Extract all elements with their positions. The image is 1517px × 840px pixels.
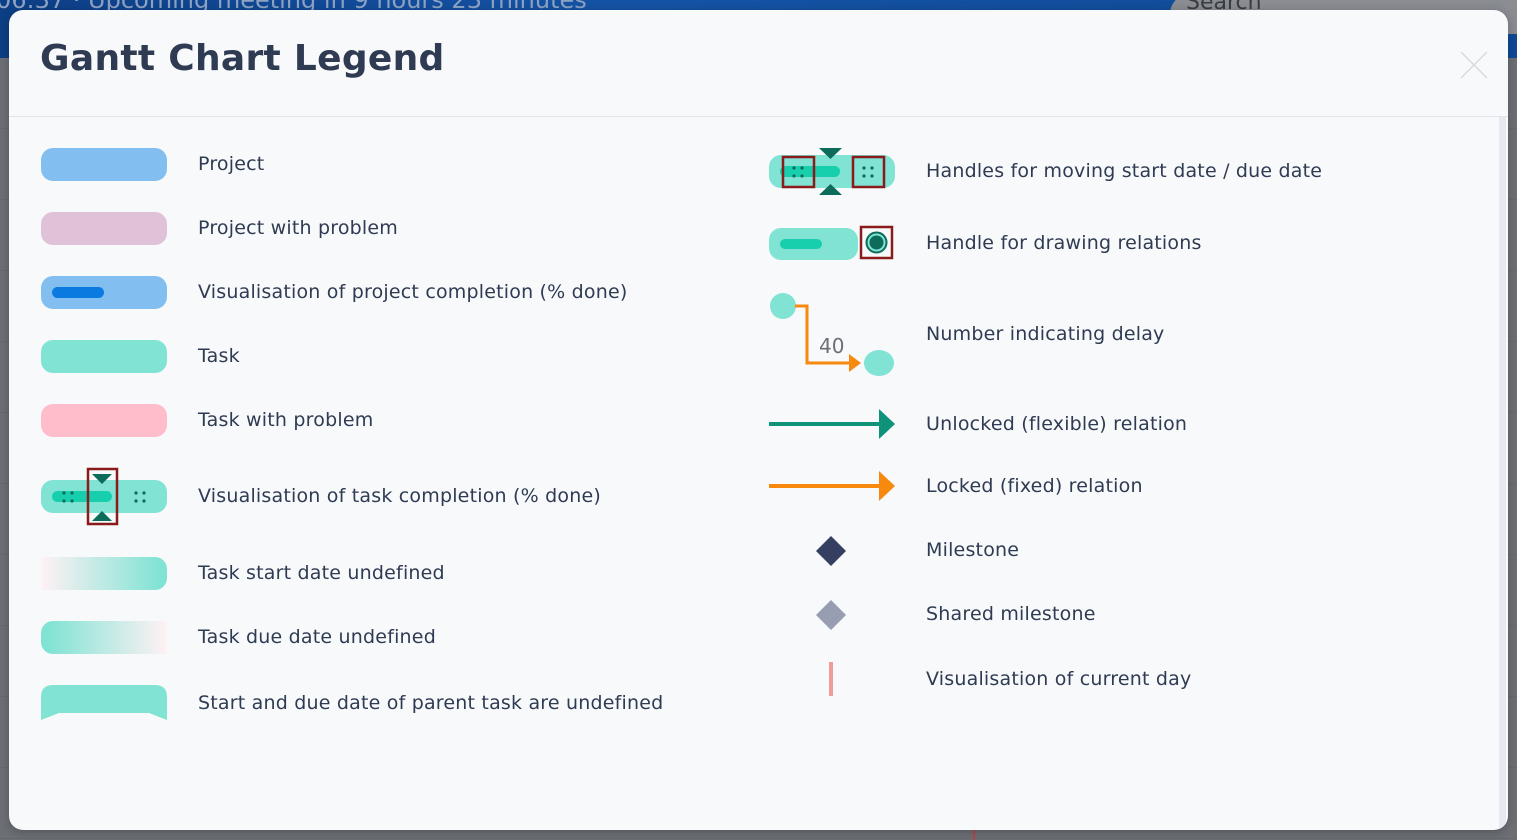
relation-handle-icon [769,225,899,265]
legend-label-project-completion: Visualisation of project completion (% d… [198,281,628,303]
legend-label-task: Task [198,345,240,367]
legend-label-delay-number: Number indicating delay [926,323,1165,345]
legend-label-project-problem: Project with problem [198,217,399,239]
task-bar-icon [41,340,167,373]
delay-value: 40 [819,334,845,358]
task-completion-bar-icon [41,467,171,528]
project-completion-bar-icon [41,276,167,309]
legend-label-shared-milestone: Shared milestone [926,603,1096,625]
unlocked-relation-arrow-icon [769,407,899,441]
legend-label-relation-handle: Handle for drawing relations [926,232,1202,254]
legend-label-unlocked-relation: Unlocked (flexible) relation [926,413,1188,435]
dialog-title: Gantt Chart Legend [40,38,445,79]
task-due-undefined-icon [41,621,167,654]
milestone-diamond-icon [815,535,847,567]
task-start-undefined-icon [41,557,167,590]
project-bar-icon [41,148,167,181]
parent-task-undefined-icon [41,685,171,725]
legend-label-task-problem: Task with problem [198,409,374,431]
shared-milestone-diamond-icon [815,599,847,631]
current-day-line-icon [829,662,833,696]
legend-dialog: Gantt Chart Legend Project Project with … [9,10,1508,830]
legend-label-current-day: Visualisation of current day [926,668,1192,690]
delay-number-icon: 40 [769,293,899,383]
locked-relation-arrow-icon [769,469,899,503]
project-progress-fill [52,287,104,298]
legend-label-task-completion: Visualisation of task completion (% done… [198,485,601,507]
task-problem-bar-icon [41,404,167,437]
move-handles-icon [769,147,899,197]
current-day-marker-background [973,820,975,840]
legend-label-locked-relation: Locked (fixed) relation [926,475,1143,497]
legend-label-move-handles: Handles for moving start date / due date [926,160,1323,182]
legend-label-task-start-undefined: Task start date undefined [198,562,445,584]
dialog-header: Gantt Chart Legend [9,10,1508,117]
close-icon [1460,51,1488,79]
legend-label-parent-task-undefined: Start and due date of parent task are un… [198,692,664,714]
legend-label-milestone: Milestone [926,539,1020,561]
legend-label-task-due-undefined: Task due date undefined [198,626,436,648]
close-button[interactable] [1459,50,1489,80]
legend-label-project: Project [198,153,265,175]
project-problem-bar-icon [41,212,167,245]
dialog-scrollbar[interactable] [1499,117,1506,830]
